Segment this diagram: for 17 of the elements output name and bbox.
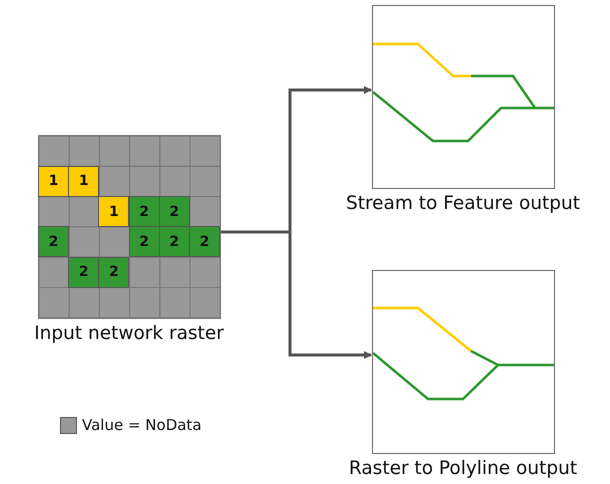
panel-caption: Input network raster (34, 323, 224, 346)
raster-cell-value: 1 (68, 166, 100, 197)
raster-cell-value: 2 (68, 256, 100, 288)
raster-cell-value: 2 (189, 226, 220, 258)
raster-cell-value: 2 (128, 226, 160, 258)
raster-cell-value: 1 (38, 166, 69, 197)
panel-caption: Stream to Feature output (346, 193, 580, 216)
raster-cell-value: 1 (98, 196, 130, 228)
raster-cell-value: 2 (98, 256, 130, 288)
arrow (221, 230, 372, 359)
raster-cell-value: 2 (158, 196, 190, 228)
raster-cell-value: 2 (128, 196, 160, 228)
panel-caption: Raster to Polyline output (348, 458, 578, 480)
raster-cell-value: 2 (38, 226, 69, 258)
legend-text: Value = NoData (82, 416, 202, 434)
raster-cell-value: 2 (158, 226, 190, 258)
raster-grid (38, 135, 220, 319)
